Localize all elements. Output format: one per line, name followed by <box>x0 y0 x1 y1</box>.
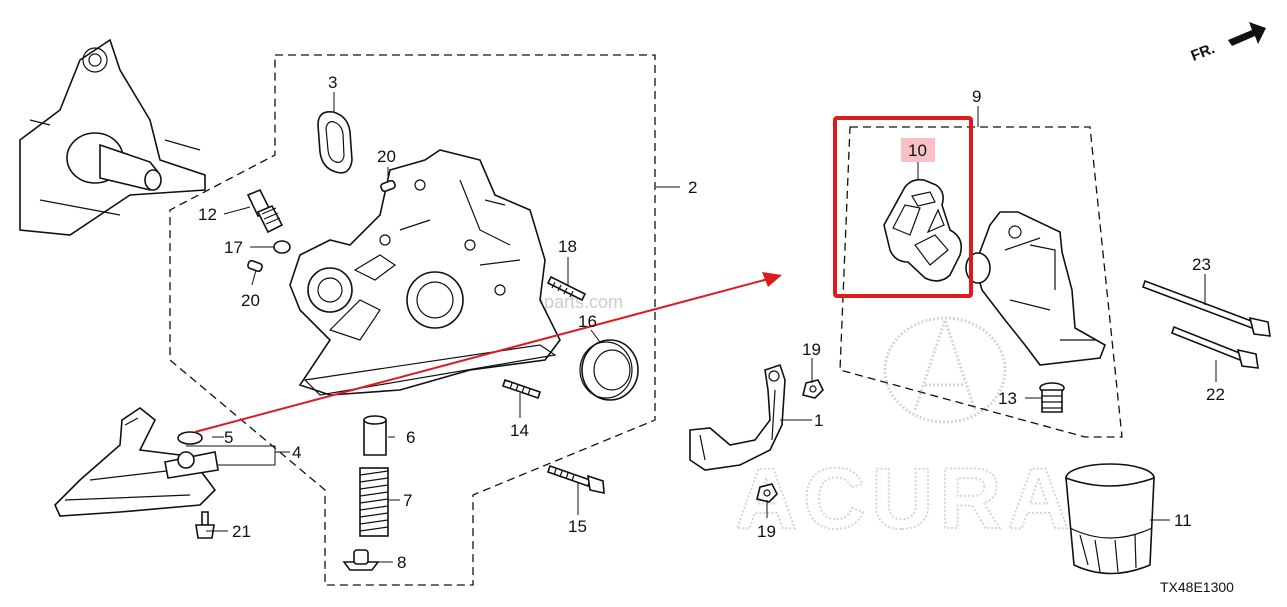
part-23-long-bolt <box>1141 279 1271 337</box>
callout-18: 18 <box>558 237 577 256</box>
part-18-bolt <box>546 275 587 302</box>
engine-block-illustration <box>19 38 206 236</box>
part-14-stud-bolt <box>501 378 542 400</box>
oil-filter-base-housing <box>965 211 1106 366</box>
part-20-dowel-pin-lower <box>247 259 263 273</box>
part-19-nut-upper <box>802 379 824 399</box>
callout-5: 5 <box>224 428 233 447</box>
part-22-long-bolt <box>1171 325 1259 369</box>
front-arrow-icon <box>1228 22 1266 46</box>
highlight-label-bg-part-10 <box>901 138 935 162</box>
acura-watermark: ACURA <box>734 315 1076 548</box>
part-3-gasket <box>317 110 353 174</box>
part-16-oil-seal <box>579 339 639 401</box>
part-20-dowel-pin-upper <box>380 179 396 193</box>
callout-21: 21 <box>232 522 251 541</box>
part-19-nut-lower <box>756 483 778 503</box>
front-direction-indicator: FR. <box>1188 22 1266 65</box>
front-direction-label: FR. <box>1188 40 1217 65</box>
acura-watermark-text: ACURA <box>735 451 1076 547</box>
part-10-gasket <box>883 178 963 282</box>
callout-20-upper: 20 <box>377 147 396 166</box>
callout-10: 10 <box>908 141 927 160</box>
callout-1: 1 <box>814 411 823 430</box>
callout-17: 17 <box>224 238 243 257</box>
callout-7: 7 <box>403 491 412 510</box>
callout-9: 9 <box>972 87 981 106</box>
callout-15: 15 <box>568 517 587 536</box>
callout-12: 12 <box>198 205 217 224</box>
callout-4: 4 <box>292 443 301 462</box>
callout-11: 11 <box>1174 511 1192 530</box>
callout-19-upper: 19 <box>802 340 821 359</box>
callout-16: 16 <box>578 312 597 331</box>
part-15-flange-bolt <box>546 464 605 495</box>
leader-lines <box>186 92 1217 563</box>
part-11-oil-filter <box>1065 463 1155 575</box>
part-5-o-ring <box>177 431 203 445</box>
part-12-oil-pressure-switch <box>246 188 284 234</box>
part-8-sealing-bolt <box>342 549 380 571</box>
part-6-relief-valve <box>363 415 387 456</box>
oil-pump-assembly-group-box <box>169 54 656 586</box>
callout-19-lower: 19 <box>757 522 776 541</box>
oil-pump-body <box>289 149 561 396</box>
part-7-spring <box>359 467 389 537</box>
callout-20-lower: 20 <box>241 291 260 310</box>
callout-8: 8 <box>397 553 406 572</box>
acura-logo-watermark <box>883 316 1007 424</box>
part-13-drain-plug <box>1039 382 1065 413</box>
red-reference-arrow <box>194 272 782 433</box>
part-21-bolt <box>195 511 215 539</box>
callout-14: 14 <box>510 421 529 440</box>
callout-22: 22 <box>1206 385 1225 404</box>
part-4-oil-strainer <box>54 407 219 517</box>
callout-13: 13 <box>998 389 1017 408</box>
callout-3: 3 <box>328 73 337 92</box>
drawing-code: TX48E1300 <box>1160 579 1234 595</box>
highlight-box-part-10 <box>833 116 973 298</box>
part-17-washer <box>273 240 291 254</box>
callout-6: 6 <box>406 428 415 447</box>
part-1-baffle-plate <box>689 363 786 471</box>
callout-2: 2 <box>688 178 697 197</box>
oil-filter-base-group-box <box>839 126 1123 438</box>
callout-23: 23 <box>1192 255 1211 274</box>
